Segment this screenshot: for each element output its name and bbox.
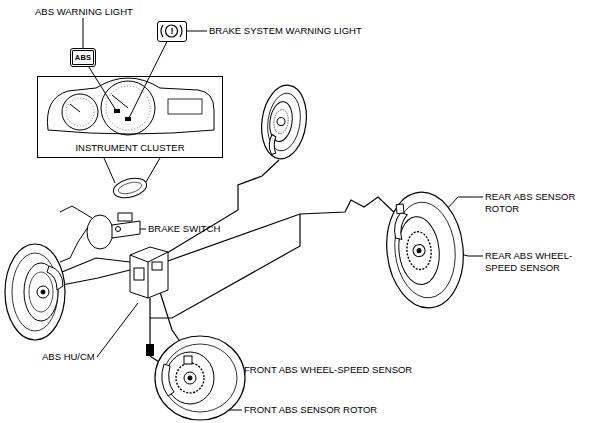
wheel-speed-sensor — [184, 356, 192, 364]
hub — [184, 372, 196, 384]
abs-hydraulic-unit — [130, 247, 168, 298]
hu-edge — [130, 252, 168, 298]
leader-line — [446, 197, 483, 210]
part-label: REAR ABS SENSOR ROTOR — [485, 191, 580, 215]
brake-switch — [116, 227, 121, 232]
tachometer — [62, 94, 98, 130]
sensor-wire — [149, 298, 150, 344]
part-label: ABS HU/CM — [42, 351, 95, 363]
caliper — [268, 134, 278, 155]
callout-line — [146, 158, 160, 182]
sensor-rotor — [272, 109, 289, 135]
instrument-cluster-box: INSTRUMENT CLUSTER — [37, 76, 223, 158]
instrument-cluster-drawing — [47, 78, 214, 135]
brake-warning-icon: ! — [157, 21, 187, 42]
rear-left-wheel — [257, 82, 311, 161]
part-label: REAR ABS WHEEL- SPEED SENSOR — [485, 250, 580, 274]
hu-body — [130, 247, 168, 298]
speedometer — [101, 81, 155, 135]
wheel-speed-sensor — [396, 204, 404, 214]
brake-pipe — [162, 160, 279, 256]
master-cylinder — [112, 221, 140, 238]
brake-disc — [396, 215, 443, 287]
part-label: BRAKE SWITCH — [148, 223, 220, 235]
part-label: ABS WARNING LIGHT — [35, 6, 133, 18]
hub-center — [41, 290, 45, 294]
hub — [37, 286, 49, 298]
cluster-housing — [47, 78, 214, 134]
leader-connector — [89, 67, 95, 76]
pedal-bracket — [60, 206, 92, 218]
speedometer-scale — [106, 86, 150, 130]
part-label: FRONT ABS SENSOR ROTOR — [244, 404, 377, 416]
sensor-rotor — [405, 230, 433, 270]
needle — [70, 104, 80, 112]
icon-text: ABS — [73, 51, 93, 64]
cluster-callout — [104, 158, 160, 201]
brake-pipe — [62, 258, 130, 272]
leader-connector — [150, 42, 167, 76]
needle — [112, 95, 128, 108]
reservoir — [118, 213, 132, 221]
caliper — [47, 266, 63, 290]
brake-pedal-assembly — [60, 206, 140, 262]
rim — [163, 344, 237, 412]
caliper — [162, 364, 174, 396]
rear-right-wheel — [381, 188, 469, 311]
icon-text: ! — [158, 22, 186, 40]
leader-layer — [95, 76, 150, 120]
rim — [390, 199, 460, 301]
box-title: INSTRUMENT CLUSTER — [38, 142, 222, 153]
cluster-location — [117, 180, 143, 196]
part-label: BRAKE SYSTEM WARNING LIGHT — [209, 25, 362, 37]
sensor-rotor — [176, 363, 204, 393]
abs-lamp — [114, 109, 120, 113]
front-right-wheel — [155, 336, 245, 420]
front-left-wheel — [5, 244, 65, 340]
hu-connector — [134, 268, 144, 280]
disc-face — [29, 272, 53, 312]
abs-warning-icon: ABS — [70, 48, 96, 67]
brake-disc — [166, 352, 214, 404]
leader-line — [97, 303, 138, 357]
cluster-location — [111, 175, 149, 201]
display-panel — [168, 99, 202, 114]
leader-line — [187, 31, 207, 32]
tachometer-scale — [66, 98, 94, 126]
tire — [381, 188, 469, 311]
brake-booster — [87, 215, 113, 249]
leader-line — [83, 18, 84, 48]
hub-center — [188, 376, 192, 380]
hub — [412, 244, 425, 257]
wire-connector — [146, 344, 154, 356]
tire — [5, 244, 65, 340]
leader-line — [128, 76, 150, 120]
hub — [277, 117, 286, 126]
brake-pipe — [62, 270, 130, 285]
tire — [257, 82, 311, 161]
caliper — [393, 212, 410, 240]
pedal-arm — [60, 224, 90, 262]
leader-line — [95, 76, 117, 112]
connector-layer — [89, 42, 167, 76]
part-label: FRONT ABS WHEEL-SPEED SENSOR — [244, 364, 412, 376]
rim — [12, 253, 58, 331]
brake-lines — [62, 160, 398, 368]
tire — [155, 336, 245, 420]
callout-line — [104, 158, 115, 183]
hub-center — [417, 248, 421, 252]
hu-valve — [152, 262, 162, 270]
